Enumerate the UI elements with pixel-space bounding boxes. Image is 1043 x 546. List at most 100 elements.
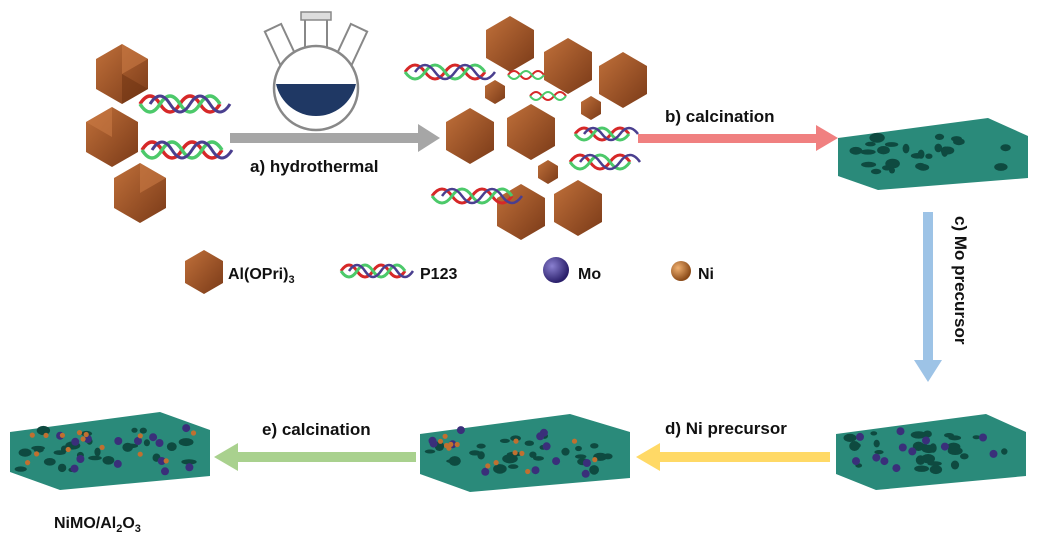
pore [449, 456, 461, 466]
pore [144, 439, 150, 446]
ni-particle [100, 445, 105, 450]
legend-p123-icon [341, 265, 413, 277]
ni-particle [519, 451, 524, 456]
mo-particle [114, 460, 122, 468]
pore [425, 450, 436, 454]
al-crystal-icon [446, 108, 494, 164]
mo-particle [161, 467, 169, 475]
pore [889, 167, 895, 173]
pore [575, 454, 586, 458]
product-suffix: O [122, 515, 134, 532]
al-crystal-icon [486, 16, 534, 72]
ni-particle [84, 432, 89, 437]
pore [865, 142, 876, 147]
p123-helix-icon [405, 65, 495, 79]
pore [860, 149, 876, 154]
legend-ni-icon [671, 261, 691, 281]
mo-particle [481, 468, 489, 476]
arrow-e [214, 443, 416, 471]
al-crystal-icon [86, 107, 138, 167]
ni-particle [494, 460, 499, 465]
mo-particle [429, 437, 437, 445]
flask-icon [265, 12, 367, 130]
al-crystal-icon [538, 160, 558, 184]
ni-particle [34, 451, 39, 456]
step-c-label: c) Mo precursor [951, 216, 970, 345]
pore [500, 439, 510, 443]
mo-particle [897, 427, 905, 435]
pore [561, 448, 569, 456]
ni-particle [513, 439, 518, 444]
pore [885, 142, 898, 147]
mo-particle [532, 466, 540, 474]
pore [1000, 144, 1010, 151]
pore [140, 428, 147, 434]
mo-particle [582, 470, 590, 478]
al-crystal-icon [96, 44, 148, 104]
pore [508, 464, 518, 469]
ni-particle [43, 433, 48, 438]
pore [922, 445, 937, 453]
al-crystal-icon [599, 52, 647, 108]
ni-particle [60, 433, 65, 438]
legend-al-icon [185, 250, 223, 294]
pore [874, 440, 880, 448]
mo-particle [990, 450, 998, 458]
mo-particle [892, 464, 900, 472]
mo-particle [71, 438, 79, 446]
pore [167, 442, 177, 451]
support-mo-loaded [836, 414, 1026, 490]
arrow-c [914, 212, 942, 382]
mo-particle [76, 455, 84, 463]
support-final [10, 412, 210, 490]
ni-particle [138, 433, 143, 438]
mo-particle [899, 444, 907, 452]
pore [844, 434, 857, 442]
p123-helix-icon [140, 96, 230, 112]
step-d-label: d) Ni precursor [665, 419, 787, 438]
ni-particle [25, 460, 30, 465]
p123-helix-icon [570, 155, 640, 169]
pore [533, 456, 544, 461]
ni-particle [592, 457, 597, 462]
hydrothermal-mixture [405, 16, 647, 240]
p123-helix-icon [530, 92, 566, 100]
svg-text:Al(OPri)3: Al(OPri)3 [228, 266, 295, 286]
pore [603, 453, 612, 459]
pore [849, 441, 860, 451]
left-precursors [86, 44, 232, 223]
mo-particle [114, 437, 122, 445]
pore [590, 443, 598, 448]
ni-particle [485, 463, 490, 468]
pore [885, 159, 900, 169]
pore [951, 461, 959, 470]
mo-particle [156, 439, 164, 447]
mo-particle [583, 459, 591, 467]
pore [575, 446, 582, 451]
pore [903, 144, 910, 154]
pore [911, 153, 924, 159]
ni-particle [81, 436, 86, 441]
ni-particle [438, 439, 443, 444]
mo-particle [185, 463, 193, 471]
ni-particle [191, 430, 196, 435]
mo-particle [941, 443, 949, 451]
pore [921, 454, 935, 463]
p123-helix-icon [575, 128, 638, 140]
arrow-d [636, 443, 830, 471]
step-b-label: b) calcination [665, 107, 775, 126]
al-crystal-icon [507, 104, 555, 160]
mo-particle [922, 437, 930, 445]
pore [874, 450, 883, 454]
pore [861, 162, 876, 168]
ni-particle [138, 452, 143, 457]
ni-particle [513, 450, 518, 455]
pore [493, 464, 507, 474]
ni-particle [525, 469, 530, 474]
pore [925, 154, 932, 159]
product-label: NiMO/Al2O3 [54, 515, 141, 535]
pore [502, 454, 518, 463]
al-crystal-icon [497, 184, 545, 240]
ni-particle [572, 439, 577, 444]
